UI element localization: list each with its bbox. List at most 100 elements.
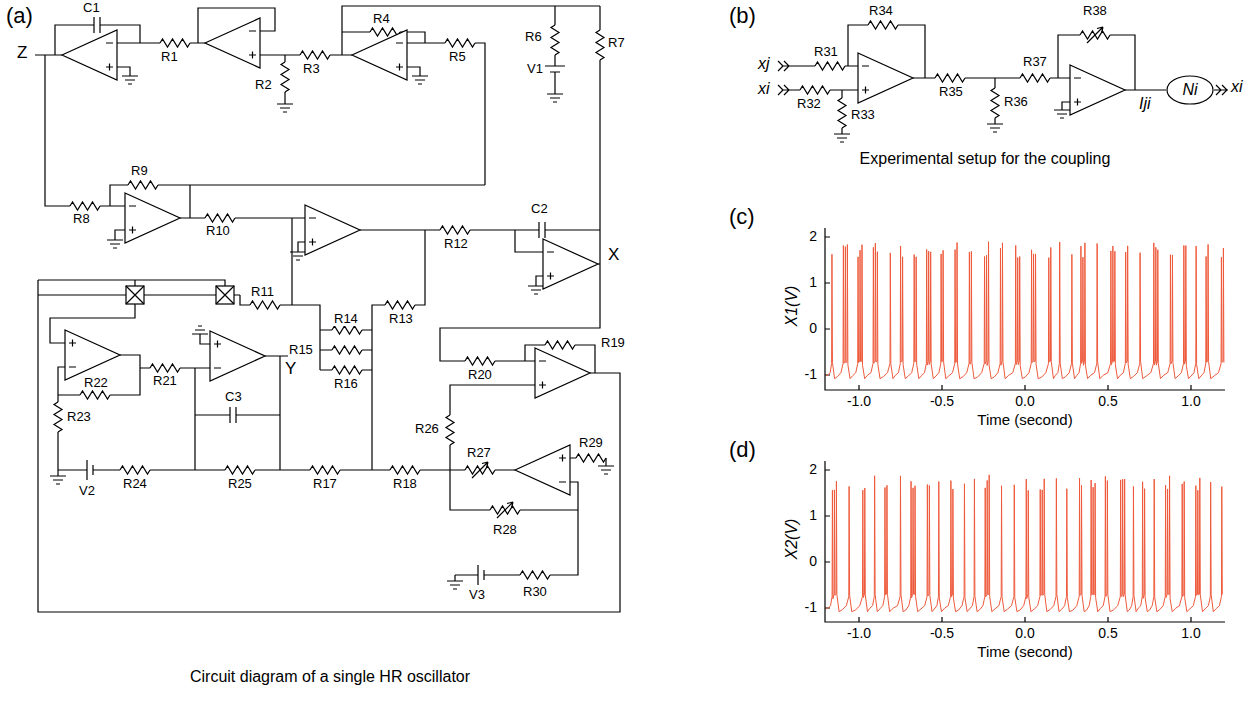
component-label: R6: [524, 30, 543, 44]
panel-label: (d): [728, 438, 757, 462]
tick-label: -1: [804, 600, 818, 615]
caption: Experimental setup for the coupling: [859, 150, 1112, 168]
component-label: R28: [492, 523, 518, 537]
tick-label: 1: [808, 508, 818, 523]
resistor-symbol: [150, 364, 180, 372]
ground-symbol: [598, 460, 614, 474]
coupling-circuit: [778, 21, 1228, 142]
resistor-symbol: [800, 21, 1110, 128]
opamp-symbol: [62, 30, 117, 80]
resistor-symbol: [490, 502, 520, 518]
ground-symbol: [1054, 104, 1070, 118]
capacitor-symbol: [539, 222, 545, 238]
ground-symbol: [834, 128, 850, 142]
component-label: R27: [466, 446, 492, 460]
resistor-symbol: [868, 21, 898, 29]
resistor-symbol: [332, 326, 362, 334]
resistor-symbol: [332, 346, 362, 354]
opamp-symbol: [858, 53, 1125, 115]
component-label: R4: [372, 12, 391, 26]
ground-symbol: [547, 88, 563, 102]
resistor-symbol: [385, 301, 415, 309]
tick-label: -1: [804, 367, 818, 382]
resistor-symbol: [225, 466, 255, 474]
resistor-symbol: [281, 62, 289, 92]
component-label: R13: [388, 312, 414, 326]
tick-label: 2: [808, 462, 818, 477]
voltage-trace: [826, 242, 1224, 379]
resistor-symbol: [70, 202, 100, 210]
opamp-symbol: [125, 193, 180, 243]
ground-symbol: [50, 70, 614, 589]
opamp-symbol: [535, 348, 590, 398]
opamp-symbol: [62, 18, 598, 495]
capacitor-symbol: [230, 407, 236, 423]
tick-label: -1.0: [846, 626, 872, 641]
battery-symbol: [478, 565, 484, 585]
resistor-symbol: [446, 415, 454, 445]
component-label: C1: [82, 1, 101, 15]
caption: Circuit diagram of a single HR oscillato…: [189, 668, 471, 686]
component-label: V1: [526, 62, 544, 76]
tick-label: 1: [808, 275, 818, 290]
component-label: R21: [152, 374, 178, 388]
opamp-symbol: [210, 331, 265, 381]
resistor-symbol: [120, 466, 150, 474]
panel-label: (a): [5, 4, 34, 28]
resistor-symbol: [54, 25, 606, 579]
component-label: R37: [1022, 55, 1048, 69]
component-label: R31: [813, 45, 839, 59]
opamp-symbol: [1070, 65, 1125, 115]
component-label: R11: [250, 285, 275, 299]
resistor-symbol: [300, 51, 330, 59]
resistor-symbol: [80, 391, 110, 399]
tick-label: 2: [808, 229, 818, 244]
component-label: R5: [448, 50, 467, 64]
capacitor-symbol: [94, 17, 100, 33]
ground-symbol: [50, 470, 66, 484]
multiplier-symbol: [126, 286, 234, 304]
opamp-symbol: [205, 18, 260, 68]
component-label: R10: [205, 224, 231, 238]
resistor-symbol: [465, 357, 495, 365]
ground-symbol: [447, 575, 463, 589]
component-label: R34: [868, 4, 894, 18]
resistor-symbol: [935, 74, 965, 82]
signal-label: X: [607, 246, 620, 265]
component-label: R16: [333, 377, 359, 391]
resistor-symbol: [250, 301, 280, 309]
component-label: R24: [122, 477, 148, 491]
axis-title: X2(V): [783, 518, 801, 561]
component-label: R26: [414, 422, 440, 436]
axis-title: Time (second): [976, 412, 1073, 429]
resistor-symbol: [838, 98, 846, 128]
tick-label: 1.0: [1180, 626, 1201, 641]
resistor-symbol: [551, 25, 559, 55]
signal-label: xi: [1230, 78, 1244, 96]
component-label: V2: [78, 484, 96, 498]
component-label: C2: [530, 202, 549, 216]
ground-symbol: [528, 280, 544, 294]
opamp-symbol: [515, 445, 570, 495]
tick-label: 0.5: [1097, 394, 1118, 409]
signal-label: xj: [757, 55, 771, 73]
component-label: R14: [333, 312, 359, 326]
axis-title: Time (second): [976, 644, 1073, 661]
resistor-symbol: [1080, 27, 1110, 43]
panel-label: (c): [728, 205, 756, 229]
ground-symbol: [107, 234, 123, 248]
resistor-symbol: [54, 402, 62, 432]
resistor-symbol: [1020, 74, 1050, 82]
ground-symbol: [277, 98, 293, 112]
multiplier-symbol: [126, 286, 144, 304]
voltage-trace: [826, 475, 1222, 612]
component-label: R8: [72, 212, 91, 226]
signal-label: xi: [757, 80, 771, 98]
resistor-symbol: [800, 86, 830, 94]
ground-symbol: [987, 118, 1003, 132]
ground-symbol: [290, 246, 306, 260]
opamp-symbol: [305, 205, 360, 255]
ground-symbol: [412, 70, 428, 84]
resistor-symbol: [991, 88, 999, 118]
